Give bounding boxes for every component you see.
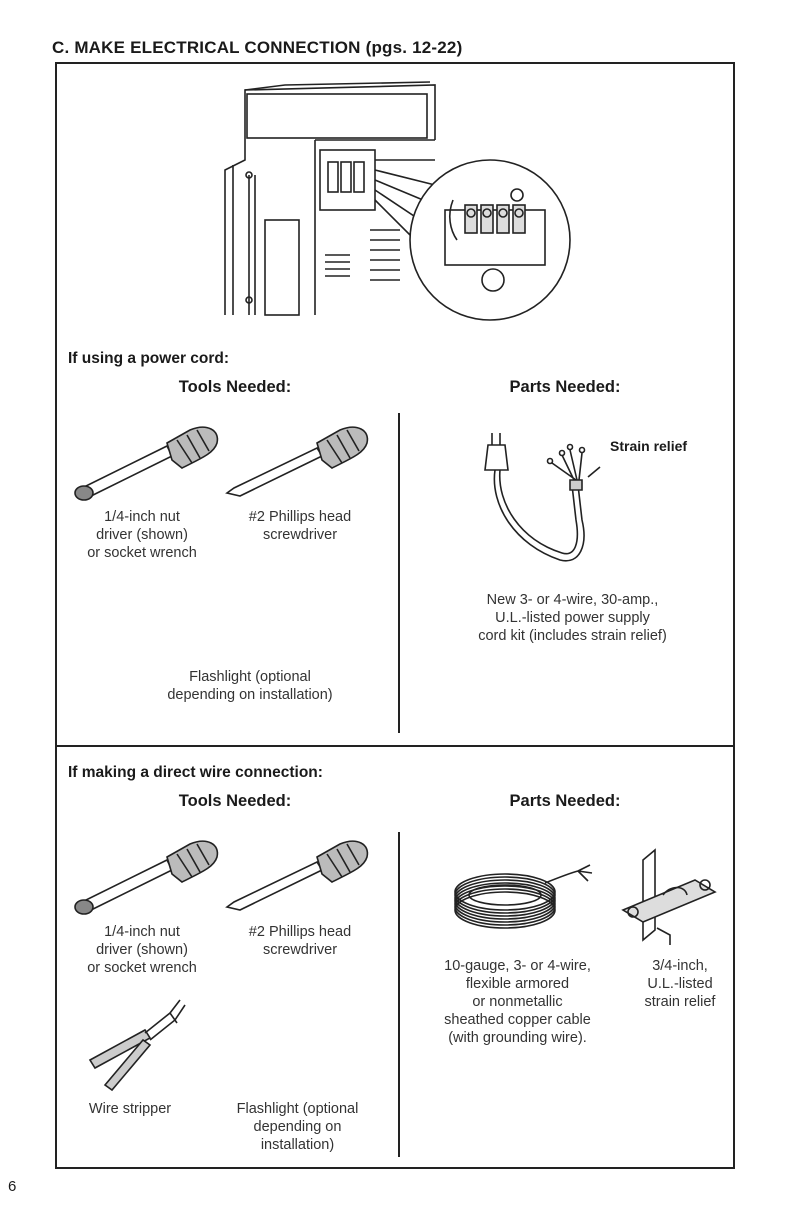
cable-coil-icon (454, 864, 593, 929)
cable-caption: 10-gauge, 3- or 4-wire, flexible armored… (444, 958, 591, 1046)
content-frame (55, 62, 735, 1169)
conduit-strain-relief-icon (621, 848, 717, 945)
nut-driver-icon (74, 840, 219, 915)
direct-wire-parts-heading: Parts Needed: (509, 792, 621, 810)
power-cord-section-title: If using a power cord: (68, 350, 230, 367)
wire-stripper-caption: Wire stripper (88, 1101, 172, 1117)
section-divider (55, 745, 735, 747)
power-cord-kit-icon (484, 433, 601, 562)
direct-wire-column-divider (398, 832, 400, 1157)
direct-wire-phillips-caption: #2 Phillips head screwdriver (248, 924, 352, 958)
phillips-screwdriver-icon (225, 840, 369, 911)
wire-stripper-icon (88, 999, 186, 1092)
strain-relief-caption: 3/4-inch, U.L.-listed strain relief (644, 958, 716, 1010)
page-number: 6 (8, 1178, 17, 1195)
direct-wire-nut-driver-caption: 1/4-inch nut driver (shown) or socket wr… (87, 924, 197, 976)
direct-wire-section-title: If making a direct wire connection: (68, 764, 323, 781)
power-cord-nut-driver-caption: 1/4-inch nut driver (shown) or socket wr… (87, 509, 197, 561)
power-cord-tools-heading: Tools Needed: (178, 378, 292, 396)
page-heading: C. MAKE ELECTRICAL CONNECTION (pgs. 12-2… (52, 38, 463, 57)
strain-relief-label: Strain relief (610, 438, 688, 454)
power-cord-flashlight-caption: Flashlight (optional depending on instal… (167, 669, 333, 703)
power-cord-kit-caption: New 3- or 4-wire, 30-amp., U.L.-listed p… (478, 592, 667, 644)
dryer-terminal-block-illustration (224, 81, 571, 321)
power-cord-phillips-caption: #2 Phillips head screwdriver (248, 509, 352, 543)
nut-driver-icon (74, 426, 219, 501)
phillips-screwdriver-icon (225, 426, 369, 497)
power-cord-parts-heading: Parts Needed: (509, 378, 621, 396)
direct-wire-flashlight-caption: Flashlight (optional depending on instal… (236, 1101, 359, 1153)
direct-wire-tools-heading: Tools Needed: (178, 792, 292, 810)
power-cord-column-divider (398, 413, 400, 733)
